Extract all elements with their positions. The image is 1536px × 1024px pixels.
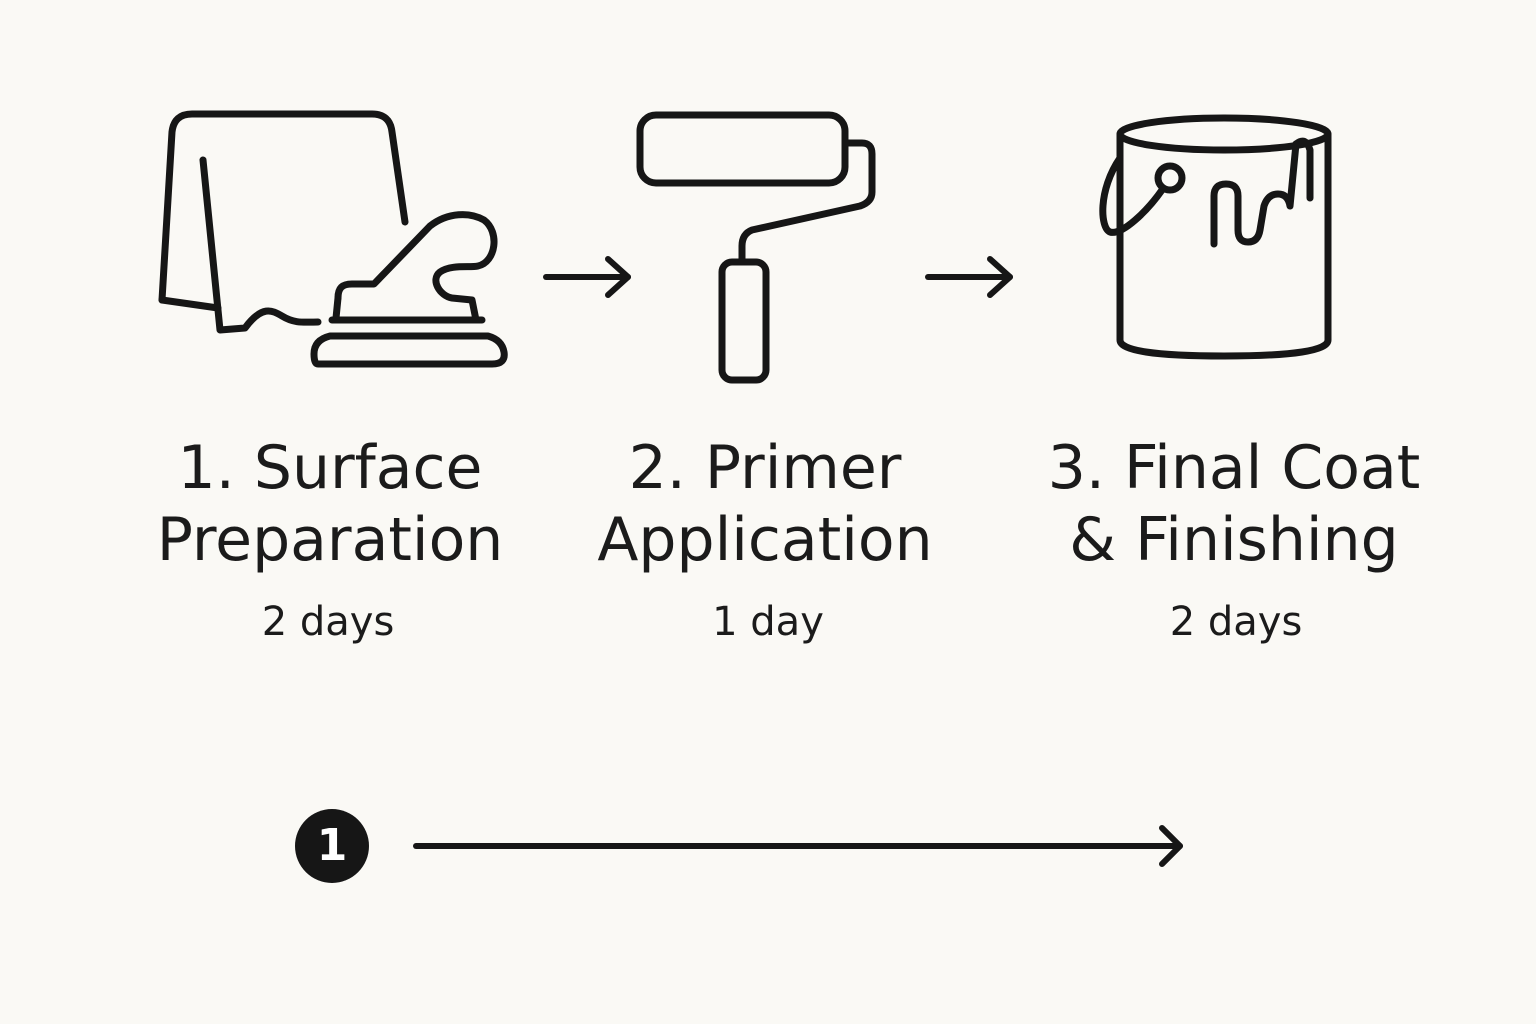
step-title: 3. Final Coat & Finishing — [1014, 432, 1454, 576]
timeline-step-badge: 1 — [295, 809, 369, 883]
step-duration: 2 days — [1169, 599, 1303, 645]
step-title-line: 2. Primer — [628, 433, 902, 503]
paint-can-icon — [1095, 110, 1345, 370]
step-title-line: 1. Surface — [177, 433, 483, 503]
step-title: 1. Surface Preparation — [130, 432, 530, 576]
step-title: 2. Primer Application — [565, 432, 965, 576]
timeline-arrow-icon — [410, 822, 1190, 876]
step-duration: 2 days — [261, 599, 395, 645]
step-duration: 1 day — [712, 599, 824, 645]
arrow-right-icon — [540, 255, 640, 309]
step-title-line: Application — [597, 505, 933, 575]
step-title-line: 3. Final Coat — [1047, 433, 1421, 503]
sanding-icon — [150, 100, 520, 390]
step-title-line: & Finishing — [1069, 505, 1399, 575]
paint-roller-icon — [630, 105, 890, 395]
arrow-right-icon — [922, 255, 1022, 309]
step-title-line: Preparation — [156, 505, 504, 575]
